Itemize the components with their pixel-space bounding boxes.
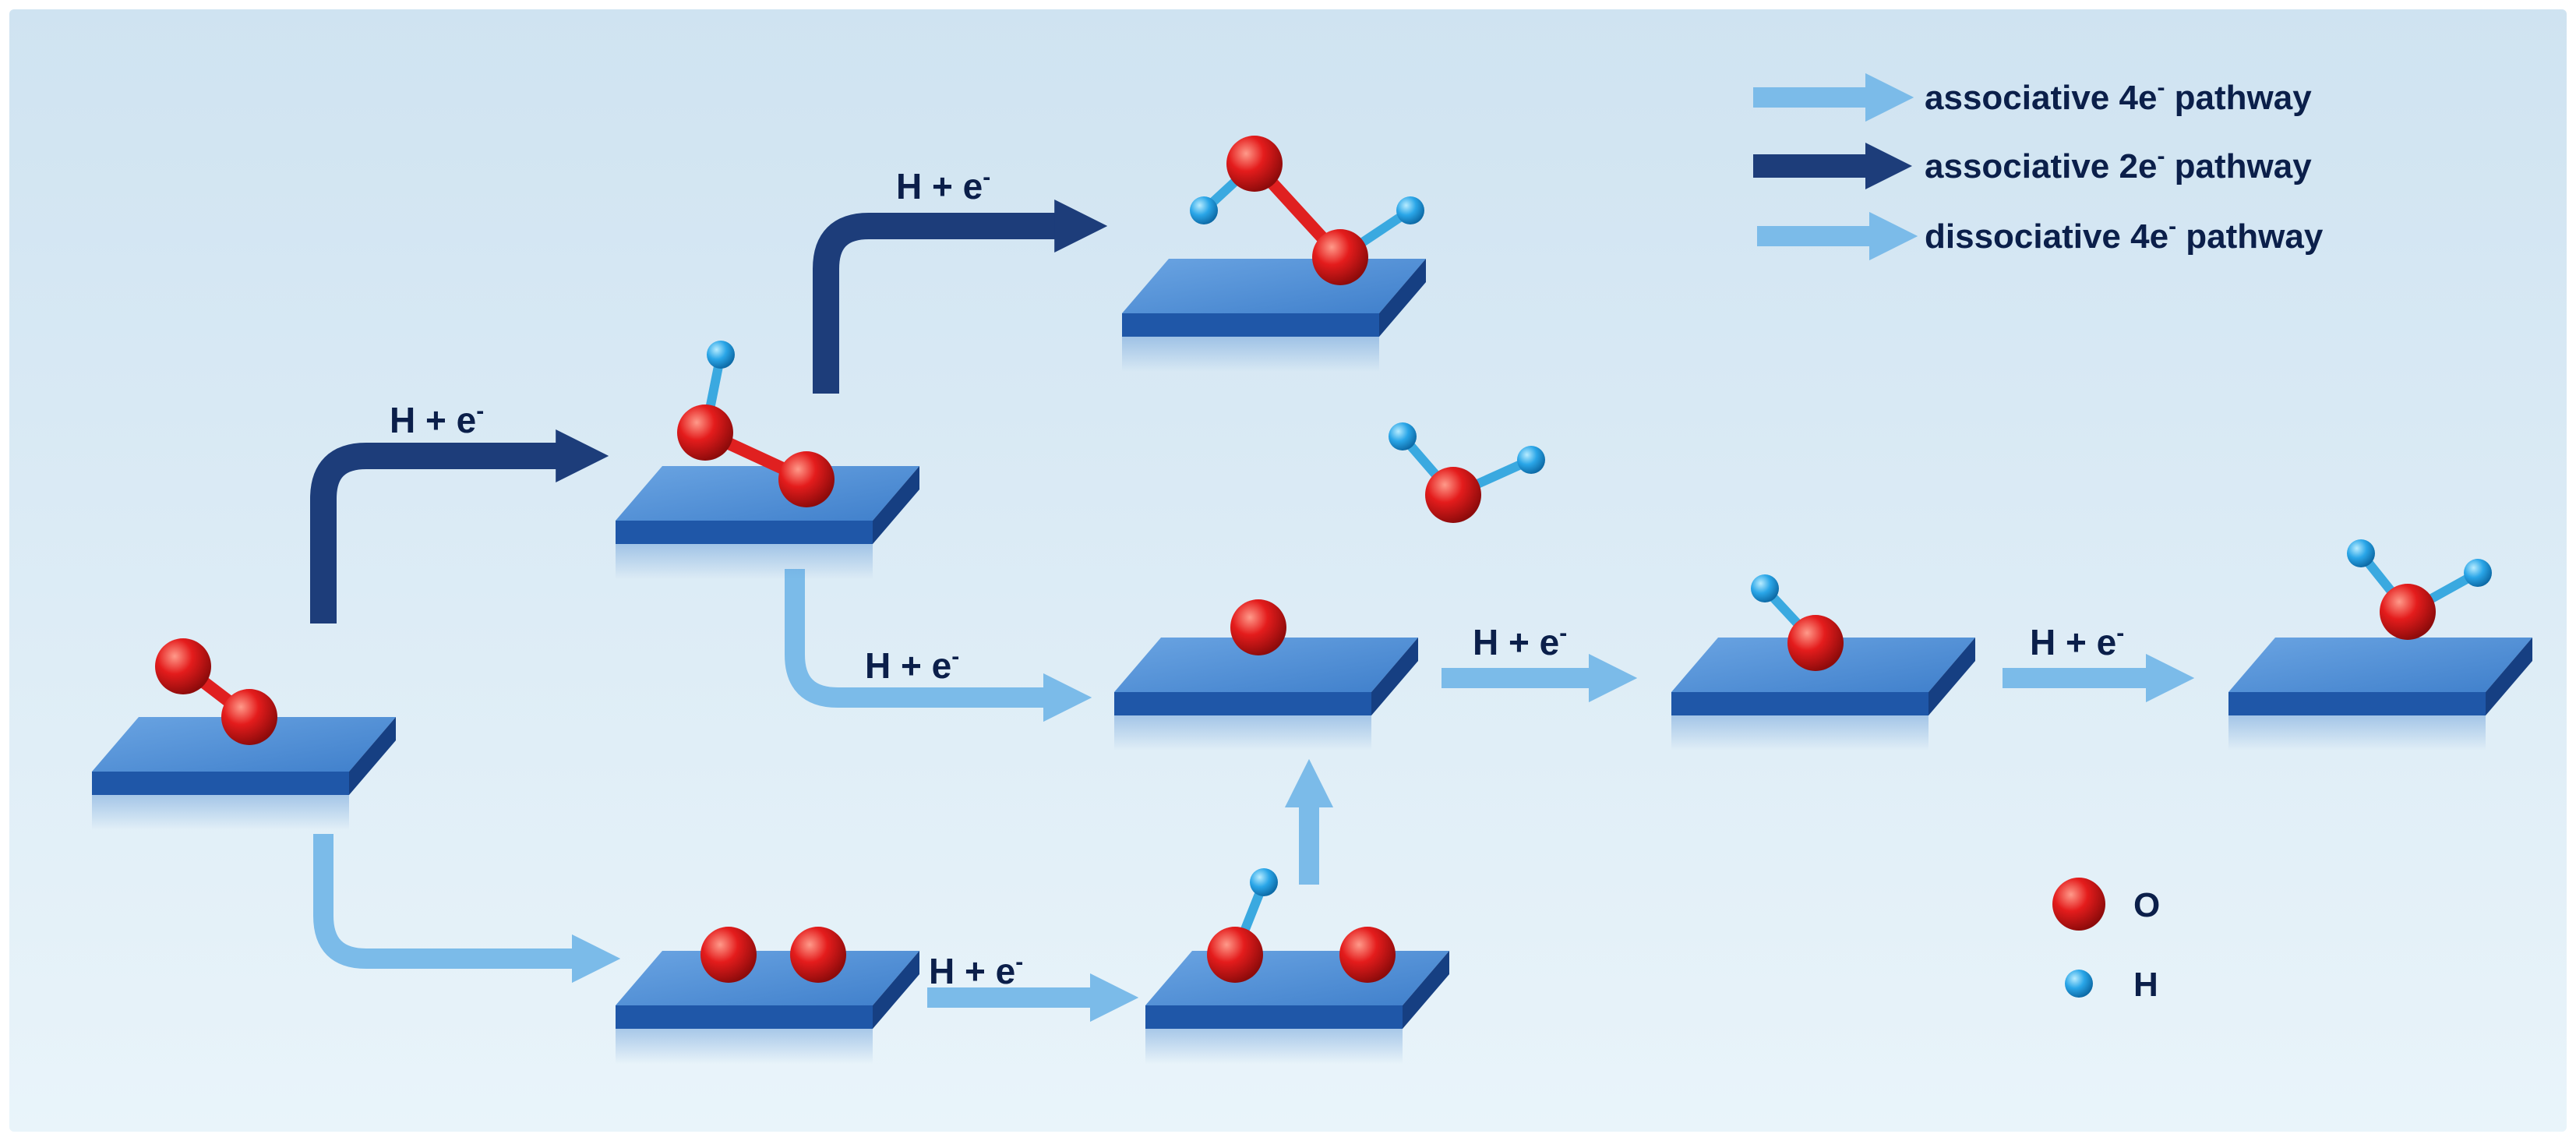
surface-front bbox=[2228, 692, 2486, 715]
legend-label: dissociative 4e- pathway bbox=[1925, 214, 2324, 256]
surface-top bbox=[1145, 951, 1449, 1005]
light-arrow-o2-to-2o bbox=[313, 834, 621, 984]
dark-arrow-to-hooh bbox=[813, 200, 1108, 394]
surface-front bbox=[1114, 692, 1371, 715]
pathway-legend: associative 4e- pathway associative 2e- … bbox=[1753, 72, 2324, 261]
surface-side bbox=[349, 717, 396, 795]
surface-front bbox=[616, 1005, 873, 1029]
legend-label: associative 4e- pathway bbox=[1925, 75, 2312, 117]
hydrogen-atom bbox=[1190, 196, 1218, 224]
surface-reflection bbox=[1122, 337, 1379, 372]
surface-o-adsorbed bbox=[1114, 638, 1418, 751]
surface-side bbox=[1379, 259, 1426, 337]
legend-atom-label-o: O bbox=[2133, 886, 2160, 924]
atoms bbox=[155, 136, 2492, 983]
hydrogen-atom bbox=[2347, 539, 2375, 567]
surface-top bbox=[1114, 638, 1418, 692]
oxygen-atom-icon bbox=[2052, 878, 2105, 931]
dissociative-4e-arrows bbox=[313, 758, 1334, 1023]
oxygen-atom bbox=[778, 451, 835, 507]
surface-side bbox=[1928, 638, 1975, 715]
surface-top bbox=[616, 466, 919, 521]
oxygen-atom bbox=[155, 638, 211, 694]
oxygen-atom bbox=[1207, 927, 1263, 983]
step-label: H + e- bbox=[1473, 620, 1567, 662]
hydrogen-atom bbox=[1751, 574, 1779, 602]
surface-side bbox=[2486, 638, 2532, 715]
step-labels: H + e- H + e- H + e- H + e- H + e- H + e… bbox=[390, 164, 2124, 991]
surface-front bbox=[92, 772, 349, 795]
surface-reflection bbox=[92, 795, 349, 830]
step-label: H + e- bbox=[390, 398, 484, 440]
legend-atom-label-h: H bbox=[2133, 966, 2158, 1004]
surface-top bbox=[616, 951, 919, 1005]
oxygen-atom bbox=[2380, 584, 2436, 640]
surface-reflection bbox=[1145, 1029, 1403, 1064]
surface-side bbox=[1371, 638, 1418, 715]
atom-legend: O H bbox=[2052, 878, 2160, 1004]
oxygen-atom bbox=[221, 689, 277, 745]
surface-ooh-adsorbed bbox=[616, 466, 919, 579]
surface-side bbox=[873, 466, 919, 544]
surface-top bbox=[1122, 259, 1426, 313]
surface-front bbox=[1122, 313, 1379, 337]
oxygen-atom bbox=[700, 927, 757, 983]
oxygen-atom bbox=[790, 927, 846, 983]
surface-front bbox=[1671, 692, 1928, 715]
hydrogen-atom bbox=[2464, 559, 2492, 587]
surface-h2o-formed bbox=[2228, 638, 2532, 751]
light-arrow-ooh-to-o bbox=[785, 569, 1092, 722]
oxygen-atom bbox=[1339, 927, 1396, 983]
background-panel bbox=[9, 9, 2567, 1132]
surface-reflection bbox=[1114, 715, 1371, 751]
oxygen-atom bbox=[1226, 136, 1283, 192]
oxygen-atom bbox=[677, 404, 733, 461]
legend-item-associative-2e: associative 2e- pathway bbox=[1753, 143, 2312, 189]
surface-front bbox=[1145, 1005, 1403, 1029]
surface-front bbox=[616, 521, 873, 544]
hydrogen-atom bbox=[1389, 422, 1417, 450]
legend-label: associative 2e- pathway bbox=[1925, 143, 2312, 185]
dark-arrow-to-ooh bbox=[310, 429, 609, 623]
associative-2e-arrows bbox=[310, 200, 1108, 623]
oxygen-atom bbox=[1787, 615, 1844, 671]
oxygen-atom bbox=[1230, 599, 1286, 655]
hydrogen-atom bbox=[707, 341, 735, 369]
hydrogen-atom bbox=[1517, 446, 1545, 474]
hydrogen-atom bbox=[1250, 868, 1278, 896]
step-label: H + e- bbox=[865, 644, 959, 686]
surface-hooh-adsorbed bbox=[1122, 259, 1426, 372]
surface-reflection bbox=[1671, 715, 1928, 751]
surface-reflection bbox=[2228, 715, 2486, 751]
oxygen-atom bbox=[1312, 229, 1368, 285]
surface-side bbox=[1403, 951, 1449, 1029]
surface-top bbox=[2228, 638, 2532, 692]
surface-reflection bbox=[616, 544, 873, 579]
oxygen-atom bbox=[1425, 467, 1481, 523]
step-label: H + e- bbox=[929, 949, 1023, 991]
hydrogen-atom-icon bbox=[2065, 970, 2093, 998]
legend-item-associative-4e: associative 4e- pathway bbox=[1753, 72, 2312, 122]
hydrogen-atom bbox=[1396, 196, 1424, 224]
associative-4e-arrows bbox=[785, 569, 2195, 722]
legend-item-dissociative-4e: dissociative 4e- pathway bbox=[1757, 211, 2324, 261]
step-label: H + e- bbox=[896, 164, 990, 207]
surface-side bbox=[873, 951, 919, 1029]
step-label: H + e- bbox=[2030, 620, 2124, 662]
surface-reflection bbox=[616, 1029, 873, 1064]
